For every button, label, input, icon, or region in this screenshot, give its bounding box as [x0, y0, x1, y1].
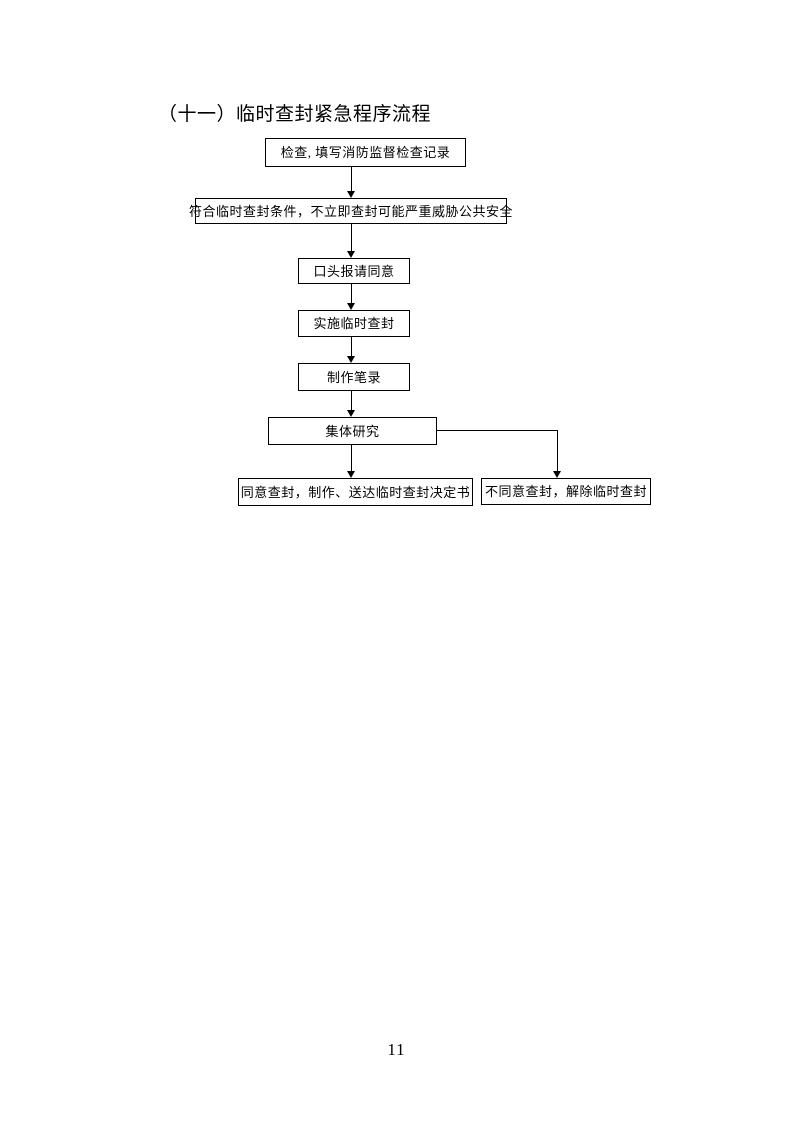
connector-review-to-agree — [350, 444, 352, 472]
flow-node-collective-review: 集体研究 — [268, 417, 437, 445]
arrow-down-icon — [346, 471, 355, 478]
arrow-down-icon — [346, 410, 355, 417]
flow-node-disagree-release-seal: 不同意查封，解除临时查封 — [481, 478, 651, 505]
page-title: （十一）临时查封紧急程序流程 — [158, 104, 432, 125]
flow-node-seal-conditions: 符合临时查封条件，不立即查封可能严重威胁公共安全 — [189, 198, 513, 224]
arrow-down-icon — [346, 303, 355, 310]
flow-node-agree-seal-decision: 同意查封，制作、送达临时查封决定书 — [238, 478, 473, 506]
connector-review-to-disagree-vertical — [556, 429, 558, 472]
flow-node-inspection-record: 检查, 填写消防监督检查记录 — [265, 138, 466, 167]
flow-node-oral-approval: 口头报请同意 — [298, 258, 410, 284]
arrow-down-icon — [346, 251, 355, 258]
connector-inspection-to-conditions — [350, 167, 352, 192]
connector-conditions-to-oral — [350, 223, 352, 252]
page-number: 11 — [387, 1040, 406, 1059]
flow-node-make-transcript: 制作笔录 — [298, 363, 410, 391]
arrow-down-icon — [346, 356, 355, 363]
arrow-down-icon — [552, 471, 561, 478]
connector-implement-to-transcript — [350, 336, 352, 357]
connector-transcript-to-review — [350, 390, 352, 411]
arrow-down-icon — [346, 191, 355, 198]
flow-node-implement-seal: 实施临时查封 — [298, 310, 410, 337]
connector-oral-to-implement — [350, 283, 352, 304]
connector-review-to-disagree-horizontal — [436, 429, 557, 431]
